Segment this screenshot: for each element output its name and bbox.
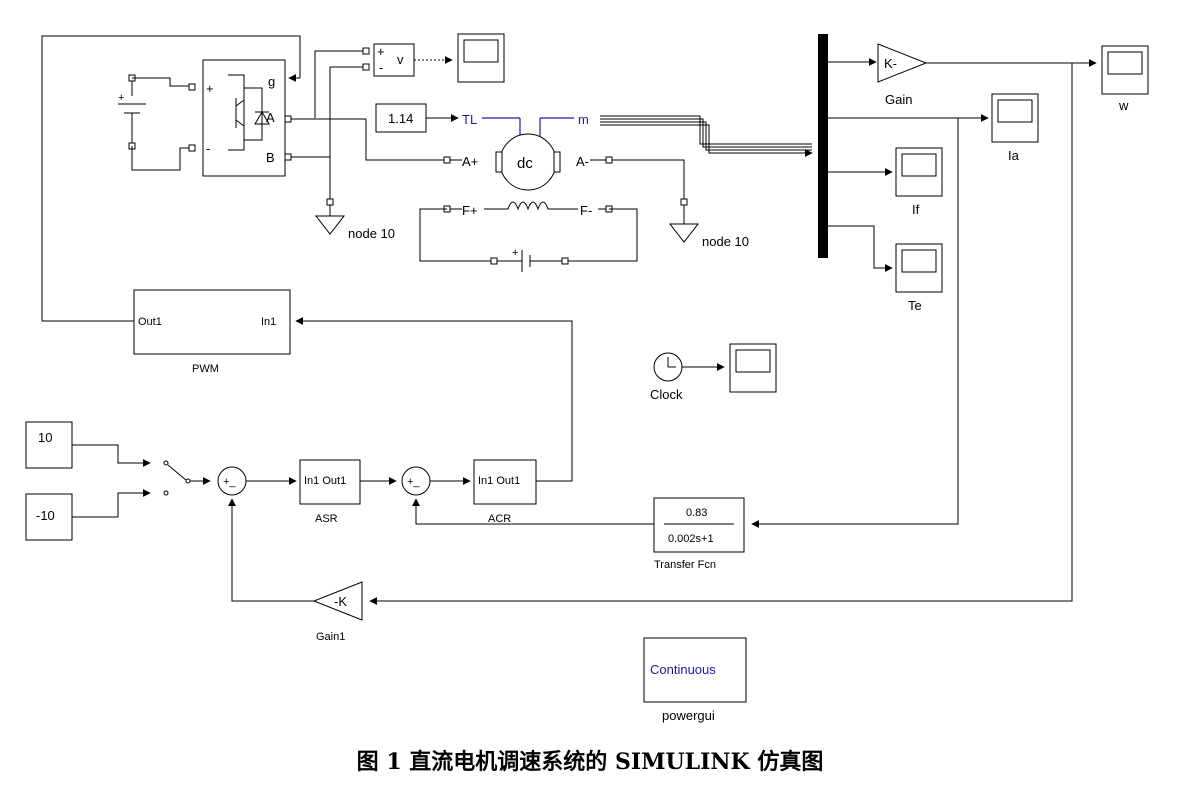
scope-ia[interactable]: Ia xyxy=(991,93,1039,163)
scope-clock[interactable] xyxy=(729,343,777,393)
motor-f-plus-label: F+ xyxy=(462,203,478,218)
dc-voltage-source[interactable]: + xyxy=(118,74,146,150)
gain-label: Gain xyxy=(885,92,912,107)
transfer-fcn[interactable]: 0.83 0.002s+1 Transfer Fcn xyxy=(653,497,745,571)
constant-10[interactable]: 10 xyxy=(25,421,73,469)
powergui-block[interactable]: Continuous powergui xyxy=(643,637,747,723)
constant-neg10[interactable]: -10 xyxy=(25,493,73,541)
figure-caption: 图 1 直流电机调速系统的 SIMULINK 仿真图 xyxy=(356,749,824,775)
motor-a-minus-label: A- xyxy=(576,154,589,169)
acr-label: ACR xyxy=(488,513,511,525)
igbt-plus-label: + xyxy=(206,81,214,96)
constant-tl-value: 1.14 xyxy=(388,111,413,126)
clock-label: Clock xyxy=(650,387,683,402)
voltmeter-v-label: v xyxy=(397,52,404,67)
acr-ports: In1 Out1 xyxy=(478,475,520,487)
transfer-fcn-label: Transfer Fcn xyxy=(654,559,716,571)
constant-tl[interactable]: 1.14 xyxy=(375,103,427,133)
dc-machine[interactable]: TL m dc A+ A- F+ F- xyxy=(443,112,613,218)
acr-subsystem[interactable]: In1 Out1 ACR xyxy=(473,459,537,525)
scope-te[interactable]: Te xyxy=(895,243,943,313)
clock-block[interactable]: Clock xyxy=(650,352,683,402)
ground-right-label: node 10 xyxy=(702,234,749,249)
asr-subsystem[interactable]: In1 Out1 ASR xyxy=(299,459,361,525)
svg-text:+: + xyxy=(118,92,124,104)
ground-right[interactable]: node 10 xyxy=(668,205,749,249)
igbt-g-label: g xyxy=(268,74,275,89)
field-source-plus: + xyxy=(512,247,518,259)
motor-a-plus-label: A+ xyxy=(462,154,478,169)
motor-tl-label: TL xyxy=(462,112,477,127)
gain-symbol: K- xyxy=(884,56,897,71)
sum-current-signs: +_ xyxy=(407,476,420,488)
pwm-out-label: Out1 xyxy=(138,316,162,328)
pwm-subsystem[interactable]: Out1 In1 PWM xyxy=(133,289,291,375)
bus-selector-demux[interactable] xyxy=(818,34,828,258)
asr-label: ASR xyxy=(315,513,338,525)
igbt-b-label: B xyxy=(266,150,275,165)
sum-current[interactable]: +_ xyxy=(401,466,431,496)
igbt-minus-label: - xyxy=(206,141,210,156)
scope-if-label: If xyxy=(912,202,920,217)
gain1-label: Gain1 xyxy=(316,631,345,643)
scope-te-label: Te xyxy=(908,298,922,313)
pwm-label: PWM xyxy=(192,363,219,375)
voltmeter-plus-label: + xyxy=(377,44,385,59)
sum-speed[interactable]: +_ xyxy=(217,466,247,496)
motor-f-minus-label: F- xyxy=(580,203,592,218)
asr-ports: In1 Out1 xyxy=(304,475,346,487)
pwm-in-label: In1 xyxy=(261,316,276,328)
igbt-a-label: A xyxy=(266,110,275,125)
voltage-measurement-block[interactable]: + - v xyxy=(362,43,415,77)
gain-block[interactable]: K- Gain xyxy=(877,43,928,107)
igbt-diode-block[interactable]: + - g A B xyxy=(188,59,292,177)
gain1-symbol: -K xyxy=(334,594,347,609)
sum-speed-signs: +_ xyxy=(223,476,236,488)
scope-ia-label: Ia xyxy=(1008,148,1020,163)
gain1-block[interactable]: -K Gain1 xyxy=(312,581,363,643)
powergui-label: powergui xyxy=(662,708,715,723)
voltmeter-minus-label: - xyxy=(379,60,383,75)
ground-left-label: node 10 xyxy=(348,226,395,241)
field-dc-source[interactable]: + xyxy=(490,247,569,272)
constant-10-value: 10 xyxy=(38,430,52,445)
motor-body-label: dc xyxy=(517,155,533,172)
scope-w[interactable]: w xyxy=(1101,45,1149,113)
transfer-fcn-den: 0.002s+1 xyxy=(668,533,714,545)
manual-switch[interactable] xyxy=(163,460,191,496)
scope-if[interactable]: If xyxy=(895,147,943,217)
ground-left[interactable]: node 10 xyxy=(314,205,395,241)
constant-neg10-value: -10 xyxy=(36,508,55,523)
scope-w-label: w xyxy=(1118,98,1129,113)
scope-voltage[interactable] xyxy=(457,33,505,83)
transfer-fcn-num: 0.83 xyxy=(686,507,707,519)
motor-m-label: m xyxy=(578,112,589,127)
powergui-mode: Continuous xyxy=(650,662,716,677)
